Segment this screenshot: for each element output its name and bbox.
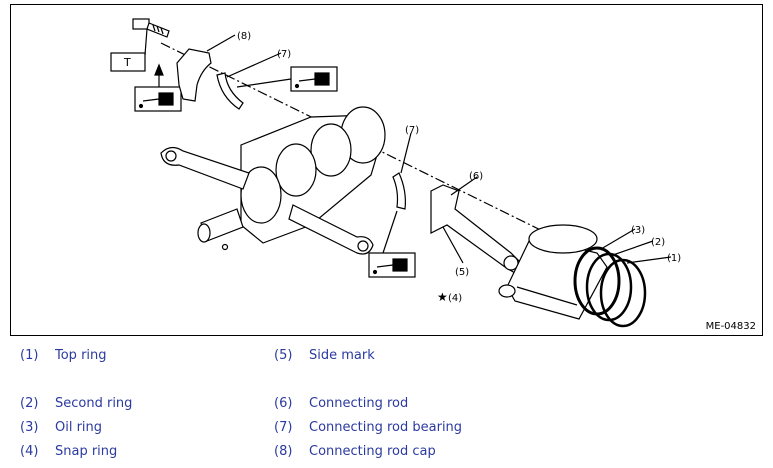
diagram-svg: (8) (7) (7) (6) (5) (3) (2) (1) ★ (4) T xyxy=(110,18,681,328)
exploded-diagram: (8) (7) (7) (6) (5) (3) (2) (1) ★ (4) T … xyxy=(10,4,763,336)
star-mark: ★ xyxy=(437,290,448,304)
connecting-rod-front xyxy=(288,204,374,255)
oil-can-icon xyxy=(368,210,416,278)
callout-7b: (7) xyxy=(405,125,419,136)
crankshaft xyxy=(197,106,386,251)
torque-box xyxy=(110,52,146,72)
oil-can-icon xyxy=(134,63,182,112)
connecting-rod-rear xyxy=(160,146,250,190)
piston xyxy=(506,224,608,320)
callout-3: (3) xyxy=(631,225,645,236)
callout-7a: (7) xyxy=(277,49,291,60)
callout-2: (2) xyxy=(651,237,665,248)
bolt xyxy=(132,18,170,38)
top-ring xyxy=(599,258,647,328)
legend: (1) Top ring (2) Second ring (3) Oil rin… xyxy=(20,348,463,459)
bearing-upper xyxy=(216,72,244,110)
figure-id: ME-04832 xyxy=(705,321,756,332)
callout-1: (1) xyxy=(667,253,681,264)
callout-4: (4) xyxy=(448,293,462,304)
connecting-rod-cap xyxy=(176,48,212,102)
callout-6: (6) xyxy=(469,171,483,182)
torque-label: T xyxy=(123,56,131,69)
snap-ring xyxy=(498,284,516,298)
bearing-lower xyxy=(392,172,406,210)
callout-8: (8) xyxy=(237,31,251,42)
center-line xyxy=(160,42,572,246)
callout-5: (5) xyxy=(455,267,469,278)
oil-can-icon xyxy=(236,66,338,92)
